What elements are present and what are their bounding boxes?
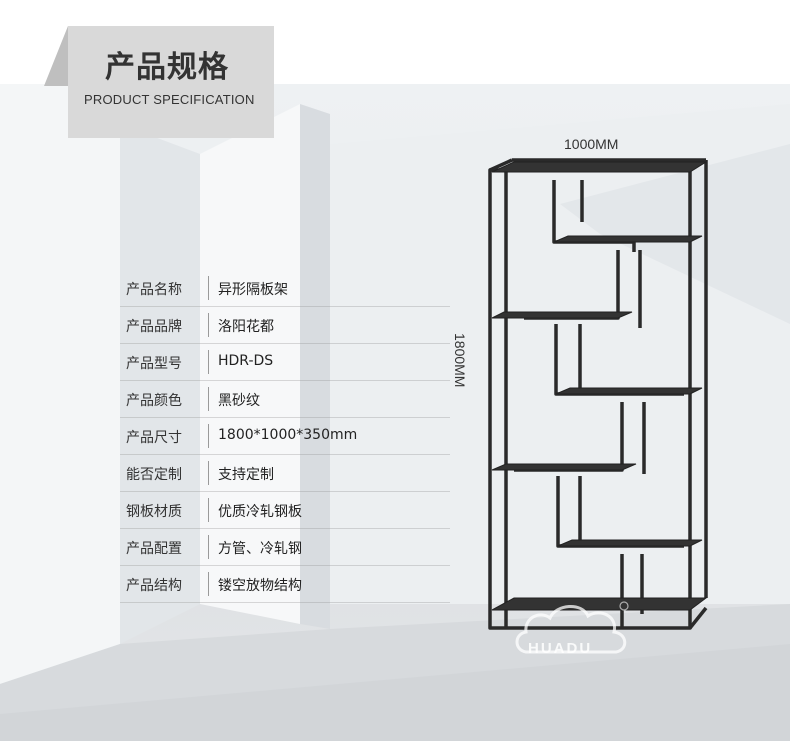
spec-value: 优质冷轧钢板	[218, 504, 302, 520]
spec-divider	[208, 424, 209, 448]
spec-value: 方管、冷轧钢	[218, 541, 302, 557]
spec-row: 产品尺寸 1800*1000*350mm	[120, 418, 450, 455]
spec-divider	[208, 276, 209, 300]
page-subtitle: PRODUCT SPECIFICATION	[84, 92, 255, 107]
spec-divider	[208, 461, 209, 485]
spec-value: 黑砂纹	[218, 393, 260, 409]
height-dimension-label: 1800MM	[452, 333, 468, 388]
watermark-brand-text: HUADU	[528, 640, 593, 657]
spec-value: 支持定制	[218, 467, 274, 483]
spec-row: 能否定制 支持定制	[120, 455, 450, 492]
spec-value: 镂空放物结构	[218, 578, 302, 594]
spec-value: 1800*1000*350mm	[218, 427, 358, 443]
spec-value: 异形隔板架	[218, 282, 288, 298]
spec-label: 钢板材质	[126, 504, 182, 520]
spec-label: 能否定制	[126, 467, 182, 483]
spec-row: 产品配置 方管、冷轧钢	[120, 529, 450, 566]
spec-value: HDR-DS	[218, 353, 274, 369]
spec-table: 产品名称 异形隔板架 产品品牌 洛阳花都 产品型号 HDR-DS 产品颜色 黑砂…	[120, 270, 450, 603]
spec-divider	[208, 313, 209, 337]
spec-row: 产品结构 镂空放物结构	[120, 566, 450, 603]
spec-divider	[208, 498, 209, 522]
spec-row: 钢板材质 优质冷轧钢板	[120, 492, 450, 529]
shelf-product-image	[488, 158, 708, 630]
width-dimension-label: 1000MM	[564, 136, 619, 152]
spec-row: 产品型号 HDR-DS	[120, 344, 450, 381]
spec-divider	[208, 535, 209, 559]
spec-row: 产品名称 异形隔板架	[120, 270, 450, 307]
spec-label: 产品配置	[126, 541, 182, 557]
brand-watermark-logo	[515, 601, 629, 654]
spec-label: 产品名称	[126, 282, 182, 298]
spec-row: 产品颜色 黑砂纹	[120, 381, 450, 418]
spec-label: 产品颜色	[126, 393, 182, 409]
spec-value: 洛阳花都	[218, 319, 274, 335]
spec-divider	[208, 387, 209, 411]
spec-divider	[208, 350, 209, 374]
spec-label: 产品结构	[126, 578, 182, 594]
spec-label: 产品尺寸	[126, 430, 182, 446]
banner-accent	[44, 26, 68, 86]
spec-label: 产品品牌	[126, 319, 182, 335]
spec-label: 产品型号	[126, 356, 182, 372]
background-photo	[0, 84, 790, 741]
spec-row: 产品品牌 洛阳花都	[120, 307, 450, 344]
spec-divider	[208, 572, 209, 596]
title-banner	[68, 26, 274, 138]
page-title: 产品规格	[105, 50, 229, 85]
room-scene-illustration	[0, 84, 790, 741]
